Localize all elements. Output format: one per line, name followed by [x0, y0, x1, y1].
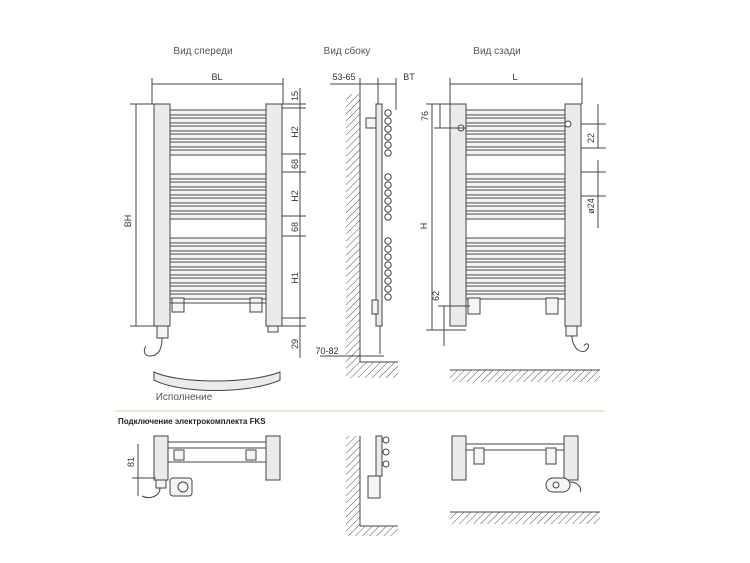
- front-rung: [169, 197, 267, 204]
- side-rung: [384, 253, 392, 261]
- side-rung: [384, 133, 392, 141]
- dim-76: 76: [420, 111, 430, 121]
- front-rung: [169, 109, 267, 116]
- back-rung: [465, 133, 566, 140]
- dim-h2-mid: H2: [290, 190, 300, 202]
- side-rung: [384, 269, 392, 277]
- back-rung: [465, 125, 566, 132]
- side-rung: [384, 285, 392, 293]
- back-rung: [465, 277, 566, 284]
- back-view: [426, 78, 606, 382]
- dim-bt: BT: [403, 72, 415, 82]
- side-rung: [384, 293, 392, 301]
- dim-62: 62: [431, 291, 441, 301]
- dim-70-82: 70-82: [315, 346, 338, 356]
- front-rung: [169, 213, 267, 220]
- back-rung: [465, 141, 566, 148]
- dim-h2-top: H2: [290, 126, 300, 138]
- front-rung: [169, 141, 267, 148]
- side-rung: [384, 245, 392, 253]
- front-rung: [169, 285, 267, 292]
- front-rungs: [169, 109, 267, 300]
- back-rung: [465, 109, 566, 116]
- side-rungs: [384, 109, 392, 301]
- side-rung: [384, 205, 392, 213]
- back-rung: [465, 173, 566, 180]
- dim-h1: H1: [290, 272, 300, 284]
- side-rung: [384, 181, 392, 189]
- dim-24: ø24: [586, 198, 596, 214]
- front-rung: [169, 181, 267, 188]
- section-title: Подключение электрокомплекта FKS: [118, 417, 266, 426]
- back-rung: [465, 181, 566, 188]
- dim-81: 81: [126, 457, 136, 467]
- dim-15: 15: [290, 91, 300, 101]
- dim-53-65: 53-65: [332, 72, 355, 82]
- side-rung: [384, 213, 392, 221]
- front-rung: [169, 237, 267, 244]
- side-rung: [384, 109, 392, 117]
- back-rung: [465, 293, 566, 300]
- front-rung: [169, 149, 267, 156]
- front-rung: [169, 117, 267, 124]
- back-rung: [465, 245, 566, 252]
- front-rung: [169, 269, 267, 276]
- side-rung: [384, 189, 392, 197]
- dim-68-top: 68: [290, 159, 300, 169]
- front-rung: [169, 253, 267, 260]
- fks-front-detail: [132, 435, 281, 499]
- dim-22: 22: [586, 133, 596, 143]
- side-rung: [384, 173, 392, 181]
- back-rung: [465, 285, 566, 292]
- back-view-title: Вид сзади: [473, 46, 520, 57]
- side-rung: [384, 125, 392, 133]
- front-view-title: Вид спереди: [173, 46, 232, 57]
- front-rung: [169, 245, 267, 252]
- dim-h: H: [419, 223, 429, 230]
- back-rung: [465, 237, 566, 244]
- side-rung: [384, 277, 392, 285]
- front-view: [130, 78, 306, 391]
- variant-title: Исполнение: [156, 392, 213, 403]
- front-rung: [169, 125, 267, 132]
- side-rung: [384, 237, 392, 245]
- side-rung: [384, 149, 392, 157]
- dim-bh: BH: [123, 215, 133, 228]
- back-rung: [465, 253, 566, 260]
- dim-29: 29: [290, 339, 300, 349]
- dim-68-mid: 68: [290, 222, 300, 232]
- front-rung: [169, 173, 267, 180]
- side-rung: [384, 117, 392, 125]
- side-rung: [384, 197, 392, 205]
- dim-l: L: [512, 72, 517, 82]
- front-rung: [169, 277, 267, 284]
- back-rung: [465, 149, 566, 156]
- back-rung: [465, 261, 566, 268]
- back-rung: [465, 205, 566, 212]
- fks-back-detail: [450, 435, 600, 524]
- side-view: [320, 78, 398, 378]
- front-rung: [169, 205, 267, 212]
- back-rung: [465, 213, 566, 220]
- fks-side-detail: [346, 435, 398, 536]
- back-rungs: [465, 109, 566, 300]
- back-rung: [465, 189, 566, 196]
- side-rung: [384, 261, 392, 269]
- front-rung: [169, 293, 267, 300]
- back-rung: [465, 197, 566, 204]
- front-rung: [169, 261, 267, 268]
- back-rung: [465, 117, 566, 124]
- dim-bl: BL: [211, 72, 222, 82]
- back-rung: [465, 269, 566, 276]
- side-rung: [384, 141, 392, 149]
- side-view-title: Вид сбоку: [324, 45, 371, 57]
- front-rung: [169, 189, 267, 196]
- front-rung: [169, 133, 267, 140]
